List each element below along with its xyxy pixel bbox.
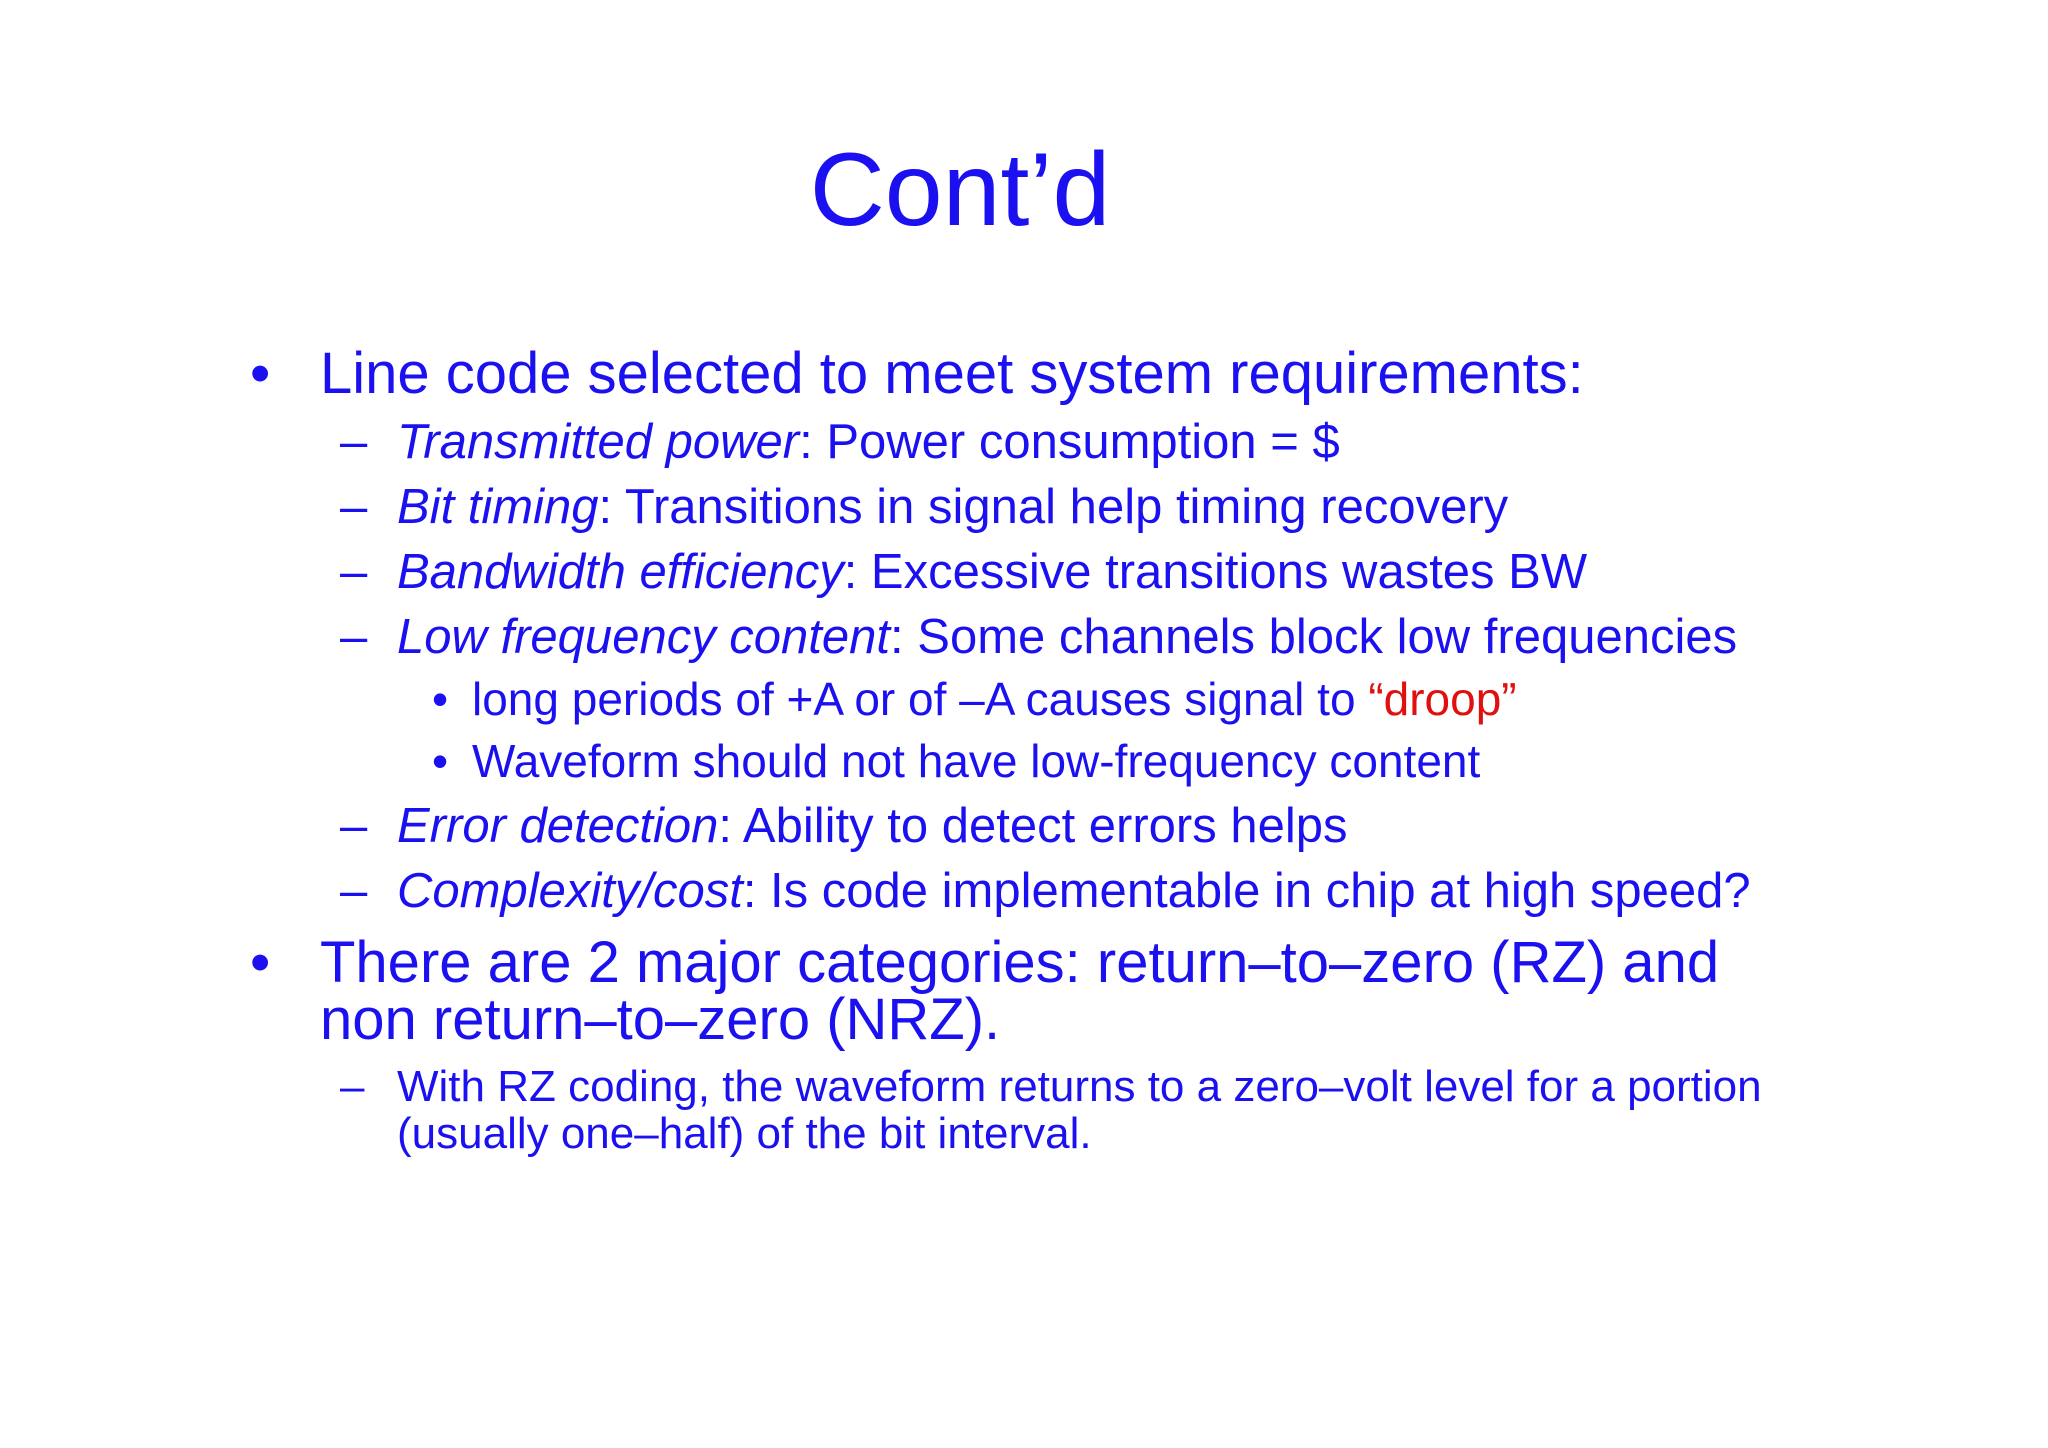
sub-bullet-bandwidth-efficiency: – Bandwidth efficiency: Excessive transi… xyxy=(250,547,1770,597)
bullet-dot-icon: • xyxy=(432,735,449,787)
sub-bullet-text: : Ability to detect errors helps xyxy=(718,799,1348,853)
sub-bullet-text: With RZ coding, the waveform returns to … xyxy=(397,1062,1762,1158)
term-complexity-cost: Complexity/cost xyxy=(397,864,743,918)
bullet-dot-icon: • xyxy=(432,673,449,725)
sub-bullet-text: : Power consumption = $ xyxy=(799,415,1340,469)
bullet-major-categories: • There are 2 major categories: return–t… xyxy=(250,930,1770,1049)
term-low-frequency-content: Low frequency content xyxy=(397,610,891,664)
sub-bullet-text: : Excessive transitions wastes BW xyxy=(843,545,1588,599)
bullet-line-code-requirements: • Line code selected to meet system requ… xyxy=(250,341,1770,406)
dash-icon: – xyxy=(340,480,368,534)
sub-bullet-text: : Transitions in signal help timing reco… xyxy=(598,480,1509,534)
sub-bullet-text: : Some channels block low frequencies xyxy=(890,610,1738,664)
term-bit-timing: Bit timing xyxy=(397,480,599,534)
bullet-dot-icon: • xyxy=(250,930,271,995)
sub-sub-bullet-text: Waveform should not have low-frequency c… xyxy=(472,735,1481,787)
bullet-text: There are 2 major categories: return–to–… xyxy=(320,930,1720,1052)
slide-title: Cont’d xyxy=(809,132,1111,248)
slide-content: • Line code selected to meet system requ… xyxy=(250,341,1770,1158)
sub-bullet-low-frequency-content: – Low frequency content: Some channels b… xyxy=(250,612,1770,662)
sub-bullet-text: : Is code implementable in chip at high … xyxy=(742,864,1751,918)
sub-bullet-complexity-cost: – Complexity/cost: Is code implementable… xyxy=(250,866,1770,916)
sub-bullet-error-detection: – Error detection: Ability to detect err… xyxy=(250,801,1770,851)
sub-bullet-rz-coding: – With RZ coding, the waveform returns t… xyxy=(250,1063,1770,1157)
dash-icon: – xyxy=(340,864,368,918)
dash-icon: – xyxy=(340,545,368,599)
sub-sub-bullet-text: long periods of +A or of –A causes signa… xyxy=(472,673,1369,725)
droop-highlight: “droop” xyxy=(1368,673,1517,725)
dash-icon: – xyxy=(340,610,368,664)
sub-sub-bullet-droop: • long periods of +A or of –A causes sig… xyxy=(250,674,1770,724)
term-transmitted-power: Transmitted power xyxy=(397,415,800,469)
sub-bullet-bit-timing: – Bit timing: Transitions in signal help… xyxy=(250,482,1770,532)
dash-icon: – xyxy=(340,1062,365,1111)
dash-icon: – xyxy=(340,415,368,469)
sub-bullet-transmitted-power: – Transmitted power: Power consumption =… xyxy=(250,417,1770,467)
term-error-detection: Error detection xyxy=(397,799,719,853)
bullet-dot-icon: • xyxy=(250,341,271,406)
sub-sub-bullet-waveform: • Waveform should not have low-frequency… xyxy=(250,736,1770,786)
bullet-text: Line code selected to meet system requir… xyxy=(320,341,1584,406)
term-bandwidth-efficiency: Bandwidth efficiency xyxy=(397,545,844,599)
dash-icon: – xyxy=(340,799,368,853)
